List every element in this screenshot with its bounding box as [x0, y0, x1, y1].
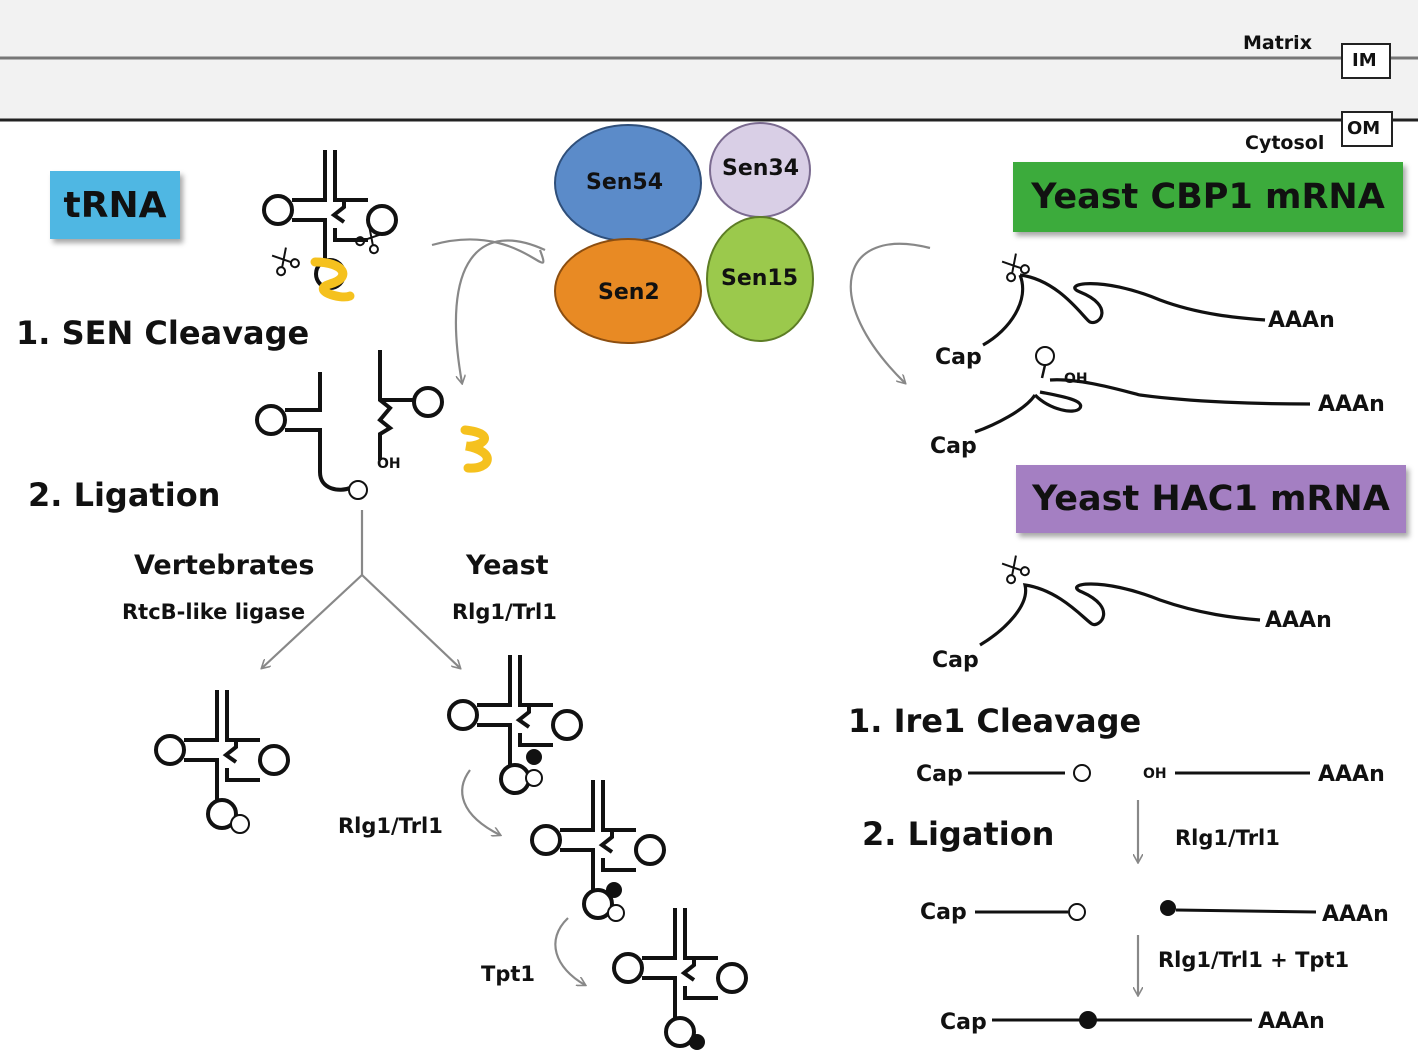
phosphate-filled-icon: [1079, 1011, 1097, 1029]
cleavage-arrow-right: [849, 242, 931, 383]
hac1-aaan-label: AAAn: [1265, 608, 1332, 633]
phosphate-icon: [1068, 903, 1086, 921]
ligase2-label: Rlg1/Trl1 + Tpt1: [1158, 948, 1350, 972]
rlg1-step-arrow: [461, 769, 500, 835]
phosphate-icon: [607, 904, 625, 922]
row3-aaan-label: AAAn: [1258, 1009, 1325, 1034]
phosphate-icon: [1035, 346, 1055, 366]
hac1-title: Yeast HAC1 mRNA: [1016, 465, 1406, 533]
cbp1-oh-label: OH: [1064, 371, 1088, 387]
row1-oh-label: OH: [1143, 766, 1167, 782]
cbp1-title: Yeast CBP1 mRNA: [1013, 162, 1403, 232]
sen2-subunit: [554, 238, 702, 344]
cleavage-arrow-left-tail: [431, 238, 545, 264]
vertebrates-ligase-label: RtcB-like ligase: [122, 600, 306, 624]
cbp1-cap-label-2: Cap: [930, 434, 977, 459]
phosphate-filled-icon: [606, 882, 622, 898]
row2-3prime-line: [1175, 908, 1317, 914]
row1-cap-label: Cap: [916, 762, 963, 787]
row2-aaan-label: AAAn: [1322, 902, 1389, 927]
row1-aaan-label: AAAn: [1318, 762, 1385, 787]
cleaved-trna: [255, 350, 444, 500]
im-box: [1341, 43, 1391, 79]
hac1-strand: [979, 582, 1261, 647]
scissors-icon: [997, 250, 1032, 284]
yeast-label: Yeast: [466, 550, 549, 581]
vertebrate-branch-arrow: [262, 574, 363, 668]
phosphate-filled-icon: [1160, 900, 1176, 916]
phosphate-icon: [1073, 764, 1091, 782]
sen34-label: Sen34: [722, 156, 800, 181]
hac1-ligation-label: 2. Ligation: [862, 815, 1055, 853]
cytosol-label: Cytosol: [1245, 132, 1325, 154]
tpt1-step-arrow: [554, 917, 585, 985]
cbp1-5prime-strand: [982, 274, 1025, 347]
excised-intron: [460, 425, 492, 473]
row2-cap-label: Cap: [920, 900, 967, 925]
cbp1-aaan-label: AAAn: [1268, 308, 1335, 333]
sen-cleavage-label: 1. SEN Cleavage: [16, 314, 310, 352]
om-box: [1341, 111, 1393, 147]
scissors-icon: [267, 244, 302, 278]
ire1-cleavage-label: 1. Ire1 Cleavage: [848, 702, 1142, 740]
rlg1-step-label: Rlg1/Trl1: [338, 814, 443, 838]
phosphate-link: [1040, 364, 1047, 379]
phosphate-icon: [525, 769, 543, 787]
cbp1-cap-label: Cap: [935, 345, 982, 370]
cbp1-cleaved-strands: [974, 378, 1311, 434]
tpt1-step-label: Tpt1: [481, 962, 536, 986]
trna-ligation-label: 2. Ligation: [28, 476, 221, 514]
phosphate-icon: [230, 814, 250, 834]
sen15-subunit: [706, 216, 814, 342]
yeast-ligase-label: Rlg1/Trl1: [452, 600, 557, 624]
im-label: IM: [1352, 50, 1377, 71]
yeast-trna-2: [530, 778, 666, 920]
intermembrane-space: [0, 0, 1418, 120]
vertebrates-label: Vertebrates: [134, 550, 315, 581]
row3-cap-label: Cap: [940, 1010, 987, 1035]
trna-intron: [310, 257, 355, 302]
phosphate-filled-icon: [689, 1034, 705, 1050]
yeast-mature-trna: [612, 906, 748, 1048]
phosphate-filled-icon: [526, 749, 542, 765]
ligase1-label: Rlg1/Trl1: [1175, 826, 1280, 850]
sen2-label: Sen2: [598, 280, 660, 305]
cleavage-arrow-left: [454, 239, 546, 383]
cbp1-3prime-strand: [1019, 273, 1266, 325]
matrix-label: Matrix: [1243, 32, 1312, 54]
oh-label: OH: [377, 456, 401, 472]
cbp1-aaan-label-2: AAAn: [1318, 392, 1385, 417]
sen54-label: Sen54: [586, 170, 664, 195]
sen15-label: Sen15: [721, 266, 799, 291]
om-label: OM: [1347, 118, 1381, 139]
trna-title: tRNA: [50, 171, 180, 239]
vertebrate-mature-trna: [154, 688, 290, 830]
scissors-icon: [997, 552, 1032, 586]
yeast-branch-arrow: [361, 574, 460, 668]
hac1-cap-label: Cap: [932, 648, 979, 673]
